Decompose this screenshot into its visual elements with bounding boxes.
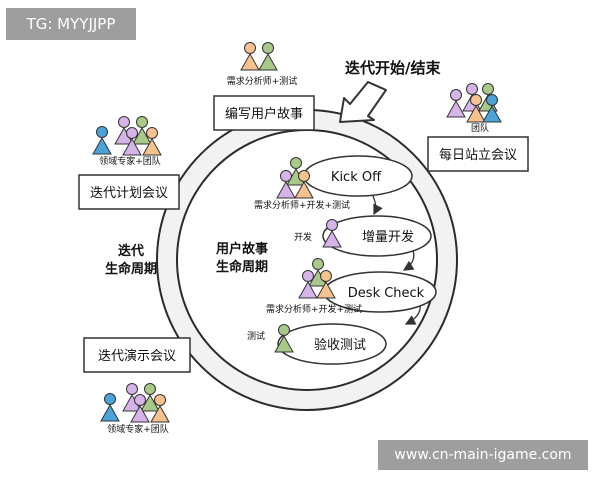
person-icon [274, 324, 294, 353]
box-planning-label: 迭代计划会议 [90, 186, 168, 201]
person-icon [466, 94, 486, 123]
iteration-cycle-label-line2: 生命周期 [105, 261, 157, 277]
watermark-top-left: TG: MYYJJPP [6, 8, 136, 40]
person-icon [122, 127, 142, 156]
box-demo: 迭代演示会议 [83, 337, 191, 373]
step-desk-check-label: Desk Check [348, 286, 425, 301]
people-group-standup [446, 83, 502, 123]
step-desk-check: Desk Check [323, 271, 437, 313]
people-group-desk-check [298, 258, 336, 299]
story-cycle-label-line1: 用户故事 [215, 241, 268, 257]
caption-planning: 领域专家+团队 [99, 155, 161, 167]
people-group-acceptance [274, 324, 294, 353]
arrow-down-icon [339, 81, 387, 123]
step-develop: 增量开发 [322, 215, 432, 257]
box-demo-label: 迭代演示会议 [98, 348, 176, 364]
caption-demo: 领域专家+团队 [107, 423, 169, 435]
caption-standup: 团队 [471, 122, 489, 134]
person-icon [100, 393, 120, 422]
people-group-planning [92, 116, 162, 156]
step-kickoff: Kick Off [303, 155, 413, 197]
person-icon [276, 170, 296, 199]
person-icon [316, 270, 336, 299]
iteration-ring [156, 109, 458, 411]
iteration-cycle-label-line1: 迭代 [118, 243, 144, 259]
step-acceptance: 验收测试 [277, 323, 387, 365]
watermark-bottom-right: www.cn-main-igame.com [378, 440, 588, 470]
person-icon [150, 394, 170, 423]
person-icon [142, 127, 162, 156]
person-icon [130, 394, 150, 423]
box-write-stories: 编写用户故事 [213, 95, 315, 131]
person-icon [92, 126, 112, 155]
people-group-write-stories [240, 42, 278, 71]
box-planning: 迭代计划会议 [78, 174, 180, 210]
step-acceptance-label: 验收测试 [314, 337, 366, 353]
person-icon [322, 219, 342, 248]
person-icon [132, 116, 152, 145]
caption-kickoff: 需求分析师+开发+测试 [254, 199, 350, 211]
person-icon [140, 383, 160, 412]
box-write-stories-label: 编写用户故事 [225, 106, 303, 122]
person-icon [446, 89, 466, 118]
person-icon [122, 383, 142, 412]
person-icon [258, 42, 278, 71]
people-group-kickoff [276, 157, 314, 199]
box-standup-label: 每日站立会议 [439, 147, 517, 163]
person-icon [240, 42, 260, 71]
start-end-label: 迭代开始/结束 [345, 59, 441, 77]
box-standup: 每日站立会议 [427, 136, 529, 172]
person-icon [114, 116, 134, 145]
person-icon [298, 270, 318, 299]
caption-desk-check: 需求分析师+开发+测试 [266, 303, 362, 315]
person-icon [482, 94, 502, 123]
caption-develop: 开发 [294, 231, 312, 243]
people-group-develop [322, 219, 342, 248]
caption-write-stories: 需求分析师+测试 [227, 75, 298, 87]
caption-acceptance: 测试 [247, 330, 265, 342]
step-kickoff-label: Kick Off [331, 170, 382, 185]
people-group-demo [100, 383, 170, 423]
step-develop-label: 增量开发 [362, 229, 414, 245]
person-icon [294, 170, 314, 199]
story-cycle-label-line2: 生命周期 [216, 259, 268, 275]
